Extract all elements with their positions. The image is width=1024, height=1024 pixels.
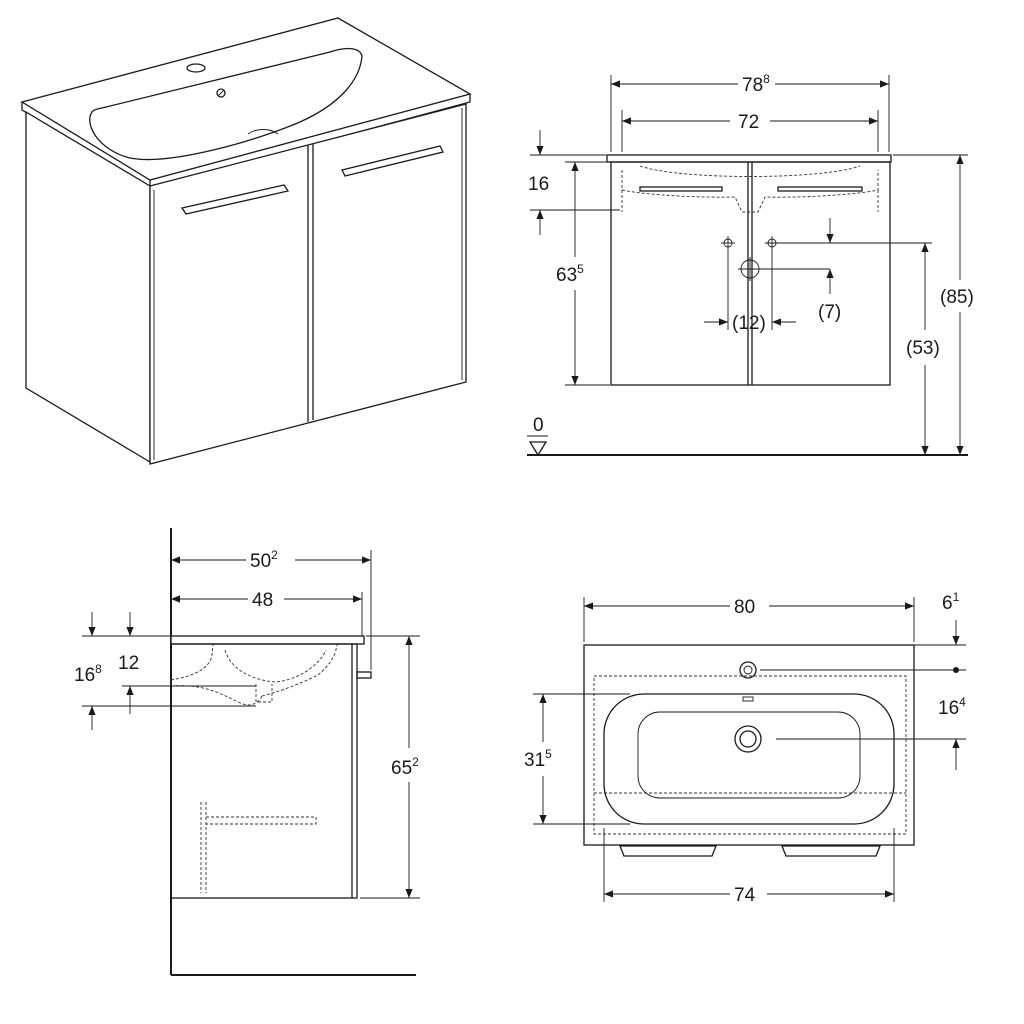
- front-top-offset-label: 16: [528, 174, 549, 195]
- front-view: 0 788 72: [527, 72, 974, 457]
- side-siphon-offset-label: 12: [118, 653, 139, 674]
- top-tap-offset-label: 61: [942, 590, 960, 614]
- side-overall-depth-label: 502: [250, 548, 278, 572]
- floor-level-label: 0: [533, 415, 544, 436]
- top-drain-offset-label: 164: [938, 695, 966, 719]
- front-drain-spacing-label: (12): [732, 313, 766, 334]
- isometric-view: [20, 17, 472, 465]
- side-cabinet-depth-label: 48: [252, 590, 273, 611]
- side-height-label: 652: [391, 755, 419, 779]
- front-width-label: 788: [742, 72, 770, 96]
- floor-level-symbol: [528, 441, 548, 457]
- front-drain-offset-label: (7): [818, 302, 841, 323]
- front-total-height-label: (85): [940, 287, 974, 308]
- top-view: 80 61 164 315 74: [524, 590, 966, 906]
- front-drain-height-label: (53): [906, 338, 940, 359]
- top-cabinet-width-label: 74: [734, 885, 756, 906]
- front-inner-width-label: 72: [738, 112, 759, 133]
- top-overall-width-label: 80: [734, 597, 755, 618]
- front-height-to-basin-label: 635: [556, 262, 584, 286]
- side-view: 502 48 168 12 652: [74, 528, 420, 976]
- top-basin-depth-label: 315: [524, 747, 552, 771]
- side-basin-offset-label: 168: [74, 662, 102, 686]
